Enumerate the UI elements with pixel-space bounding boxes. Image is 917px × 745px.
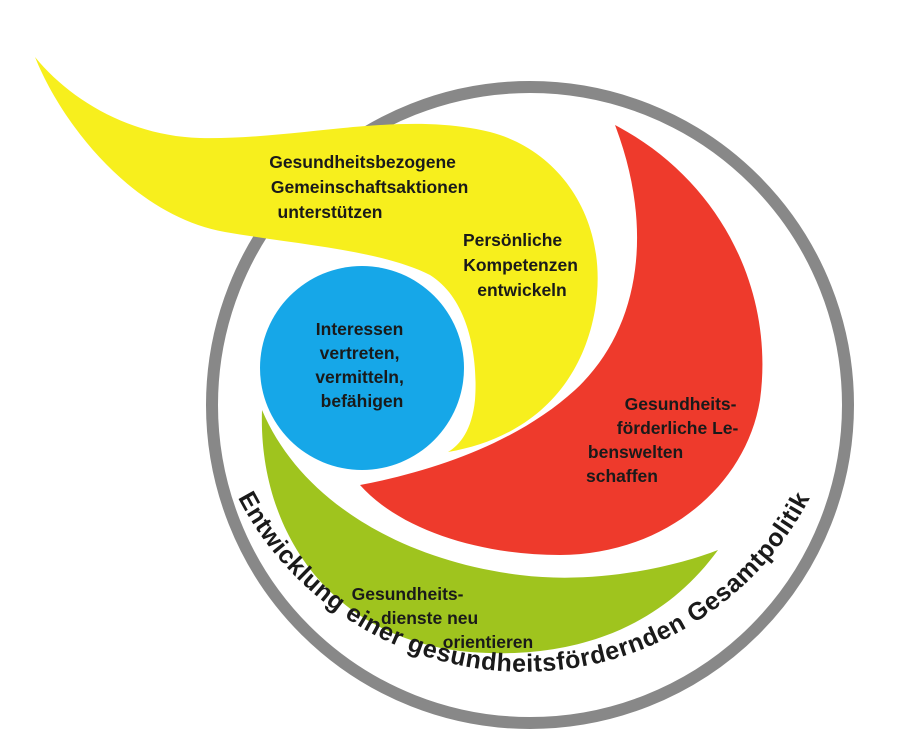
- yellow-inner-label-line: Kompetenzen: [463, 255, 578, 275]
- green-segment: [261, 410, 718, 654]
- red-label-line: schaffen: [586, 466, 658, 486]
- red-segment: [360, 125, 763, 555]
- center-circle: [260, 266, 464, 470]
- center-label-line: befähigen: [321, 391, 404, 411]
- red-label-line: benswelten: [588, 442, 683, 462]
- green-label-line: dienste neu: [381, 608, 478, 628]
- yellow-inner-label: Persönliche Kompetenzen entwickeln: [463, 230, 583, 300]
- yellow-inner-label-line: entwickeln: [477, 280, 566, 300]
- green-label-line: Gesundheits-: [352, 584, 464, 604]
- yellow-segment: [35, 57, 598, 452]
- center-label-line: vermitteln,: [315, 367, 404, 387]
- center-label: Interessen vertreten, vermitteln, befähi…: [315, 319, 408, 411]
- red-label-line: förderliche Le-: [617, 418, 739, 438]
- red-label: Gesundheits- förderliche Le- benswelten …: [586, 394, 743, 486]
- outer-ring: [206, 81, 854, 729]
- green-label: Gesundheits- dienste neu orientieren: [352, 584, 534, 652]
- center-label-line: Interessen: [316, 319, 404, 339]
- red-label-line: Gesundheits-: [625, 394, 737, 414]
- yellow-tail-label: Gesundheitsbezogene Gemeinschaftsaktione…: [269, 152, 473, 222]
- yellow-tail-label-line: unterstützen: [278, 202, 383, 222]
- green-label-line: orientieren: [443, 632, 533, 652]
- yellow-inner-label-line: Persönliche: [463, 230, 562, 250]
- center-label-line: vertreten,: [320, 343, 400, 363]
- yellow-tail-label-line: Gemeinschaftsaktionen: [271, 177, 468, 197]
- yellow-tail-label-line: Gesundheitsbezogene: [269, 152, 456, 172]
